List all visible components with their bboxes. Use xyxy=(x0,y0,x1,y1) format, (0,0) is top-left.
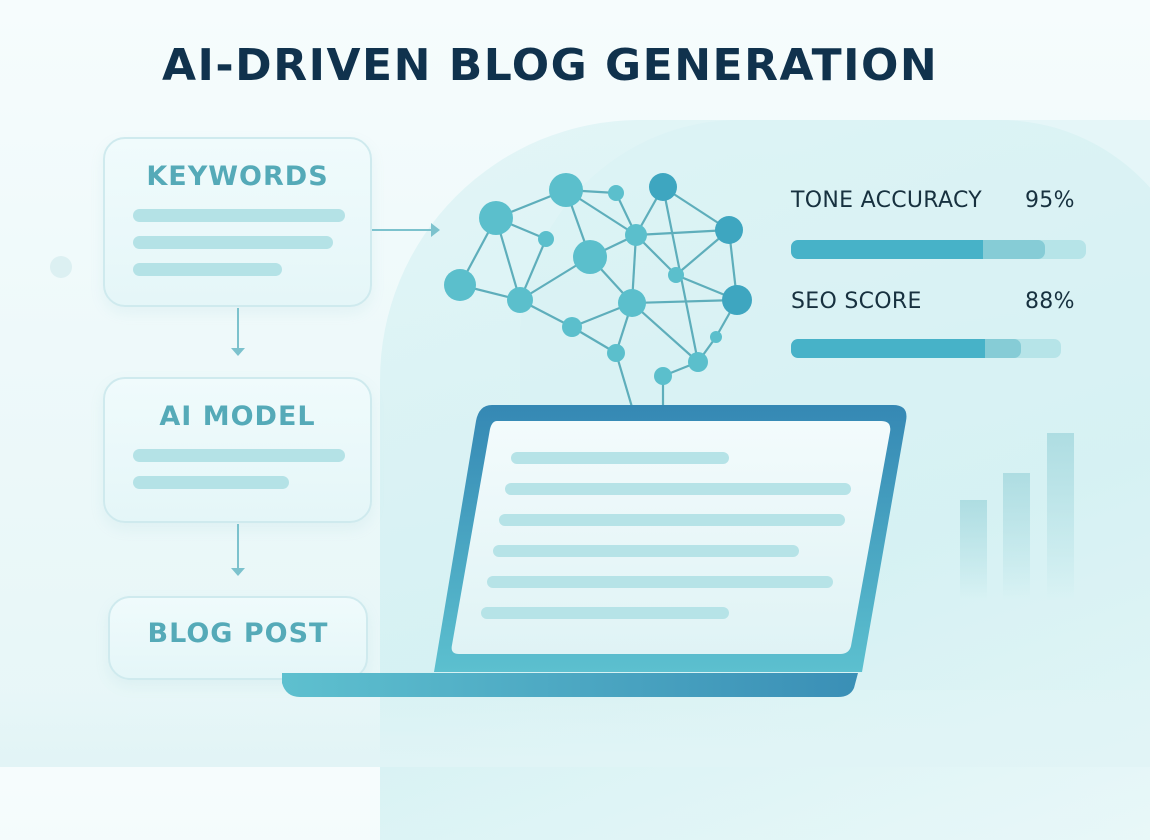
progress-bar-fill xyxy=(791,339,986,358)
text-line-placeholder xyxy=(133,476,289,489)
network-node xyxy=(562,317,582,337)
progress-bar xyxy=(791,339,1061,358)
flow-step-keywords: KEYWORDS xyxy=(103,137,372,307)
flow-step-label: BLOG POST xyxy=(147,618,329,649)
laptop-icon xyxy=(282,405,907,697)
network-node xyxy=(507,287,533,313)
arrow-down-icon xyxy=(231,308,245,356)
network-node xyxy=(722,285,752,315)
network-node xyxy=(573,240,607,274)
flow-step-blog-post: BLOG POST xyxy=(108,596,368,680)
metric-value: 95% xyxy=(1025,188,1075,213)
network-node xyxy=(538,231,554,247)
chart-bar xyxy=(1003,473,1030,600)
text-line-placeholder xyxy=(133,209,345,222)
flow-step-label: KEYWORDS xyxy=(146,161,329,192)
screen-text-lines xyxy=(481,452,851,619)
page-title: AI-DRIVEN BLOG GENERATION xyxy=(162,40,939,91)
text-line-placeholder xyxy=(133,236,333,249)
network-node xyxy=(444,269,476,301)
network-node xyxy=(710,331,722,343)
network-node xyxy=(654,367,672,385)
progress-bar xyxy=(791,240,1086,259)
network-node xyxy=(607,344,625,362)
flow-step-label: AI MODEL xyxy=(159,401,316,432)
neural-network-brain-icon xyxy=(444,173,752,385)
metric-label: TONE ACCURACY xyxy=(791,188,982,213)
illustration-canvas xyxy=(282,173,907,697)
laptop-base xyxy=(282,673,858,697)
text-line-placeholder xyxy=(133,263,282,276)
arrow-right-icon xyxy=(372,223,440,237)
network-node xyxy=(549,173,583,207)
network-node xyxy=(688,352,708,372)
metric-label: SEO SCORE xyxy=(791,289,922,314)
laptop-screen xyxy=(451,421,891,654)
network-node xyxy=(625,224,647,246)
decorative-dot xyxy=(50,256,72,278)
metric-value: 88% xyxy=(1025,289,1075,314)
floor-shadow xyxy=(0,690,1150,767)
network-node xyxy=(668,267,684,283)
flow-step-ai-model: AI MODEL xyxy=(103,377,372,523)
network-node xyxy=(479,201,513,235)
network-node xyxy=(618,289,646,317)
chart-bar xyxy=(1047,433,1074,600)
network-node xyxy=(715,216,743,244)
progress-bar-fill xyxy=(791,240,983,259)
network-node xyxy=(649,173,677,201)
text-line-placeholder xyxy=(133,449,345,462)
chart-bar xyxy=(960,500,987,600)
arrow-down-icon xyxy=(231,524,245,576)
network-node xyxy=(608,185,624,201)
